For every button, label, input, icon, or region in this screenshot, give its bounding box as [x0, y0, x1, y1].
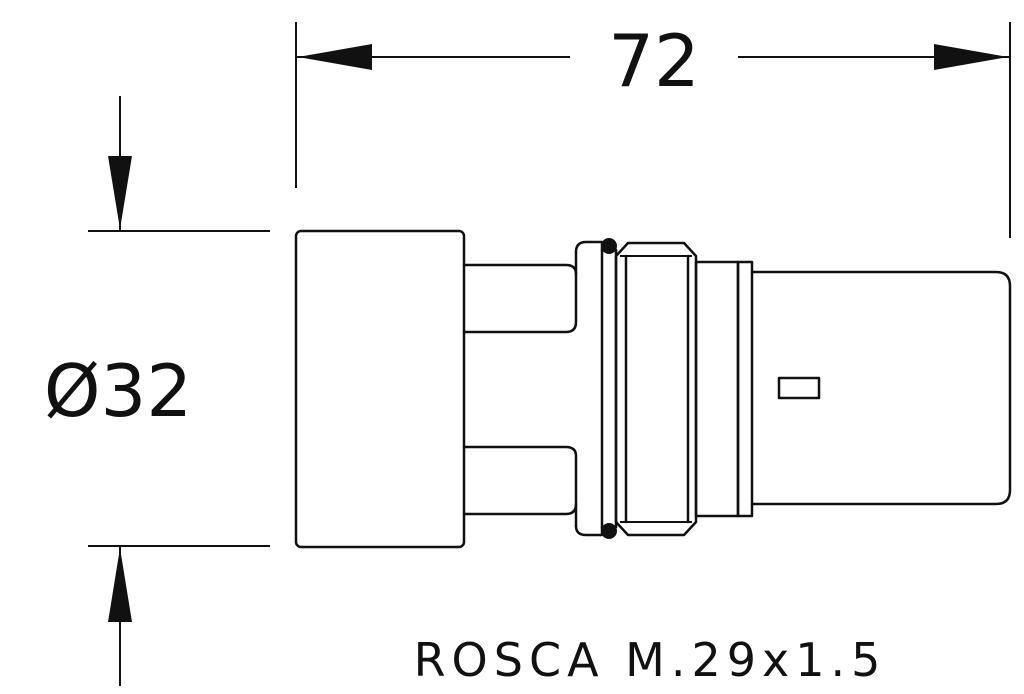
- thread-body: [614, 241, 698, 537]
- o-ring-bottom: [601, 523, 617, 539]
- diameter-dimension: Ø32: [44, 96, 270, 686]
- o-ring-top: [601, 238, 617, 254]
- step-ring-lip: [736, 260, 754, 518]
- arrowhead-top: [108, 156, 132, 229]
- diameter-dimension-label: Ø32: [44, 349, 192, 433]
- thread-note: ROSCA M.29x1.5: [414, 633, 887, 687]
- collar: [574, 240, 604, 537]
- length-dimension: 72: [295, 19, 1011, 238]
- neck-upper: [462, 263, 578, 334]
- step-ring: [694, 260, 740, 518]
- arrowhead-right: [934, 44, 1008, 70]
- neck-lower: [462, 445, 578, 516]
- arrowhead-bottom: [108, 548, 132, 622]
- hex-body: [294, 229, 466, 549]
- length-dimension-label: 72: [608, 19, 700, 103]
- fitting-part: [294, 229, 1012, 549]
- sensor-housing: [750, 270, 1012, 506]
- connector-slot: [777, 376, 821, 400]
- arrowhead-left: [298, 44, 372, 70]
